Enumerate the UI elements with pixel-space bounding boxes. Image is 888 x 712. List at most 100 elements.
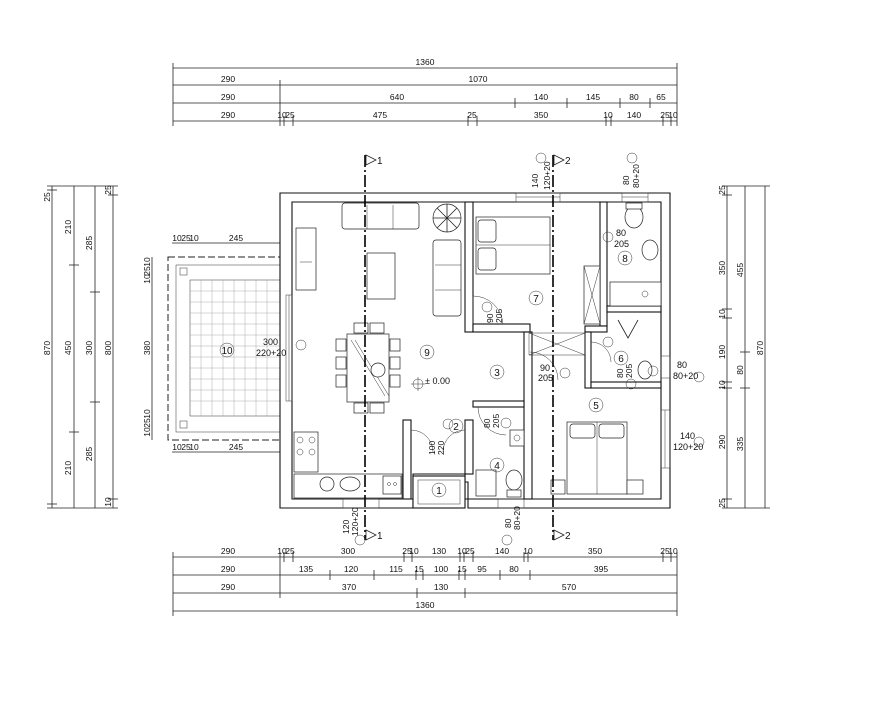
top-dim: 25 xyxy=(285,110,295,120)
opening-label: 300 xyxy=(263,337,278,347)
terrace-dim: 10 xyxy=(142,427,152,437)
leader-markers xyxy=(295,152,705,546)
terrace-dim: 245 xyxy=(229,442,243,452)
bottom-dimensions: 290 10 25 300 25 10 130 10 25 140 10 350… xyxy=(172,546,678,616)
bottom-dim: 25 xyxy=(285,546,295,556)
bottom-dim: 570 xyxy=(562,582,576,592)
bottom-dim: 395 xyxy=(594,564,608,574)
opening-label: 100 xyxy=(427,441,437,455)
level-marker: ± 0.00 xyxy=(411,376,450,391)
section-lines: 1 2 1 2 xyxy=(364,154,571,542)
terrace-dim: 25 xyxy=(142,266,152,276)
room-number-9: 9 xyxy=(424,348,430,359)
bottom-dim: 290 xyxy=(221,582,235,592)
top-dim: 145 xyxy=(586,92,600,102)
top-dim-total: 1360 xyxy=(416,57,435,67)
bottom-dim: 10 xyxy=(277,546,287,556)
top-dim: 140 xyxy=(627,110,641,120)
bottom-dim: 80 xyxy=(509,564,519,574)
top-dim: 290 xyxy=(221,110,235,120)
right-dim: 350 xyxy=(717,261,727,275)
bedroom-furniture xyxy=(475,202,662,498)
top-dim: 640 xyxy=(390,92,404,102)
opening-label: 80+20 xyxy=(512,506,522,530)
right-dim-total: 870 xyxy=(755,341,765,355)
right-dim: 10 xyxy=(717,309,727,319)
section-marker: 1 xyxy=(377,156,383,167)
top-dim: 65 xyxy=(656,92,666,102)
terrace-dim: 10 xyxy=(189,233,199,243)
terrace-dim: 10 xyxy=(189,442,199,452)
top-dim: 290 xyxy=(221,74,235,84)
top-dim: 10 xyxy=(603,110,613,120)
opening-label: 80+20 xyxy=(631,164,641,188)
right-dimensions: 25 350 10 190 10 290 25 455 80 335 870 xyxy=(717,185,770,509)
terrace-dim: 10 xyxy=(142,409,152,419)
terrace: 10 25 10 245 10 25 10 245 10 25 10 380 1… xyxy=(142,233,283,453)
bottom-dim: 15 xyxy=(457,564,467,574)
bottom-dim: 290 xyxy=(221,546,235,556)
bottom-dim: 10 xyxy=(457,546,467,556)
room-number-10: 10 xyxy=(221,346,233,357)
room-number-3: 3 xyxy=(494,368,500,379)
top-dim: 25 xyxy=(467,110,477,120)
terrace-dim: 25 xyxy=(181,233,191,243)
bottom-dim: 115 xyxy=(389,564,403,574)
bottom-dim: 290 xyxy=(221,564,235,574)
opening-label: 140 xyxy=(680,431,695,441)
top-dim: 140 xyxy=(534,92,548,102)
bottom-dim: 95 xyxy=(477,564,487,574)
opening-label: 80 xyxy=(677,360,687,370)
opening-label: 220+20 xyxy=(256,348,286,358)
terrace-dim: 25 xyxy=(142,418,152,428)
top-dim: 290 xyxy=(221,92,235,102)
top-dim: 10 xyxy=(668,110,678,120)
bottom-dim: 15 xyxy=(414,564,424,574)
opening-label: 80 xyxy=(616,228,626,238)
opening-label: 120+20 xyxy=(350,507,360,536)
windows xyxy=(285,192,671,509)
room-number-6: 6 xyxy=(618,354,624,365)
section-marker: 1 xyxy=(377,531,383,542)
terrace-dim: 10 xyxy=(172,442,182,452)
opening-label: 140 xyxy=(530,174,540,188)
opening-label: 220 xyxy=(436,441,446,455)
room-number-2: 2 xyxy=(453,422,459,433)
left-dim: 210 xyxy=(63,461,73,475)
living-furniture xyxy=(293,202,462,499)
opening-label: 80 xyxy=(621,175,631,185)
bottom-dim: 370 xyxy=(342,582,356,592)
room-numbers: 1 2 3 4 5 6 7 8 9 10 xyxy=(219,250,633,498)
room-number-1: 1 xyxy=(436,486,442,497)
right-dim: 80 xyxy=(735,365,745,375)
opening-label: 80 xyxy=(503,518,513,528)
right-dim: 290 xyxy=(717,435,727,449)
right-dim: 25 xyxy=(717,185,727,195)
opening-label: 120 xyxy=(341,520,351,534)
left-dim: 285 xyxy=(84,236,94,250)
left-dim: 10 xyxy=(103,497,113,507)
bottom-dim: 25 xyxy=(465,546,475,556)
opening-label: 80 xyxy=(615,368,625,378)
top-dim: 80 xyxy=(629,92,639,102)
bottom-dim: 25 xyxy=(660,546,670,556)
interior-walls xyxy=(402,201,662,500)
bottom-dim: 100 xyxy=(434,564,448,574)
top-dim: 350 xyxy=(534,110,548,120)
terrace-dim: 10 xyxy=(142,257,152,267)
left-dim: 25 xyxy=(103,185,113,195)
opening-label: 120+20 xyxy=(673,442,703,452)
room-number-4: 4 xyxy=(494,461,500,472)
opening-label: 205 xyxy=(494,309,504,323)
left-dim: 450 xyxy=(63,341,73,355)
bottom-dim: 135 xyxy=(299,564,313,574)
left-dimensions: 25 210 285 25 450 210 300 285 870 800 10 xyxy=(42,185,118,509)
right-dim: 10 xyxy=(717,380,727,390)
left-dim: 25 xyxy=(42,192,52,202)
bottom-dim: 10 xyxy=(668,546,678,556)
bottom-dim: 350 xyxy=(588,546,602,556)
level-label: ± 0.00 xyxy=(425,376,450,386)
top-dim: 25 xyxy=(660,110,670,120)
top-dim: 475 xyxy=(373,110,387,120)
